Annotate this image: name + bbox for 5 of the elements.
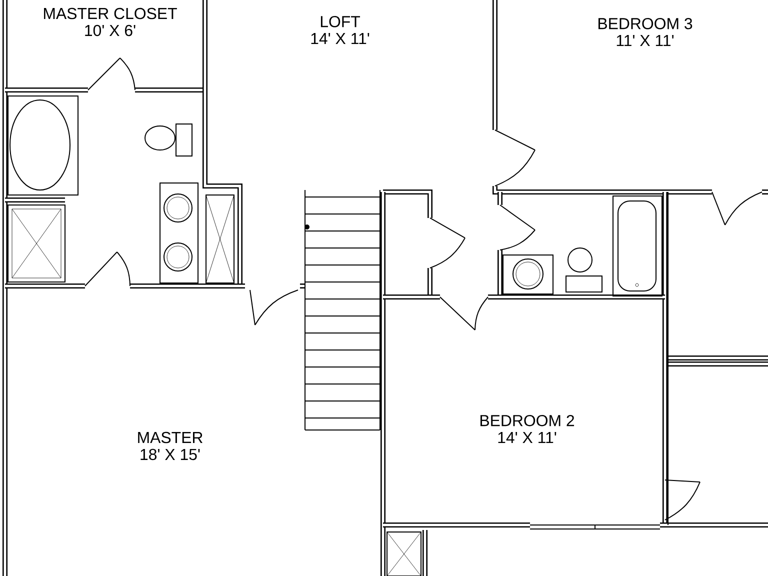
room-label: MASTER CLOSET 10' X 6' — [44, 8, 177, 36]
room-label: BEDROOM 2 14' X 11' — [480, 414, 574, 444]
room-label: LOFT 14' X 11' — [311, 16, 370, 44]
room-label: BEDROOM 3 11' X 11' — [598, 18, 692, 46]
room-label: MASTER 18' X 15' — [138, 432, 202, 460]
